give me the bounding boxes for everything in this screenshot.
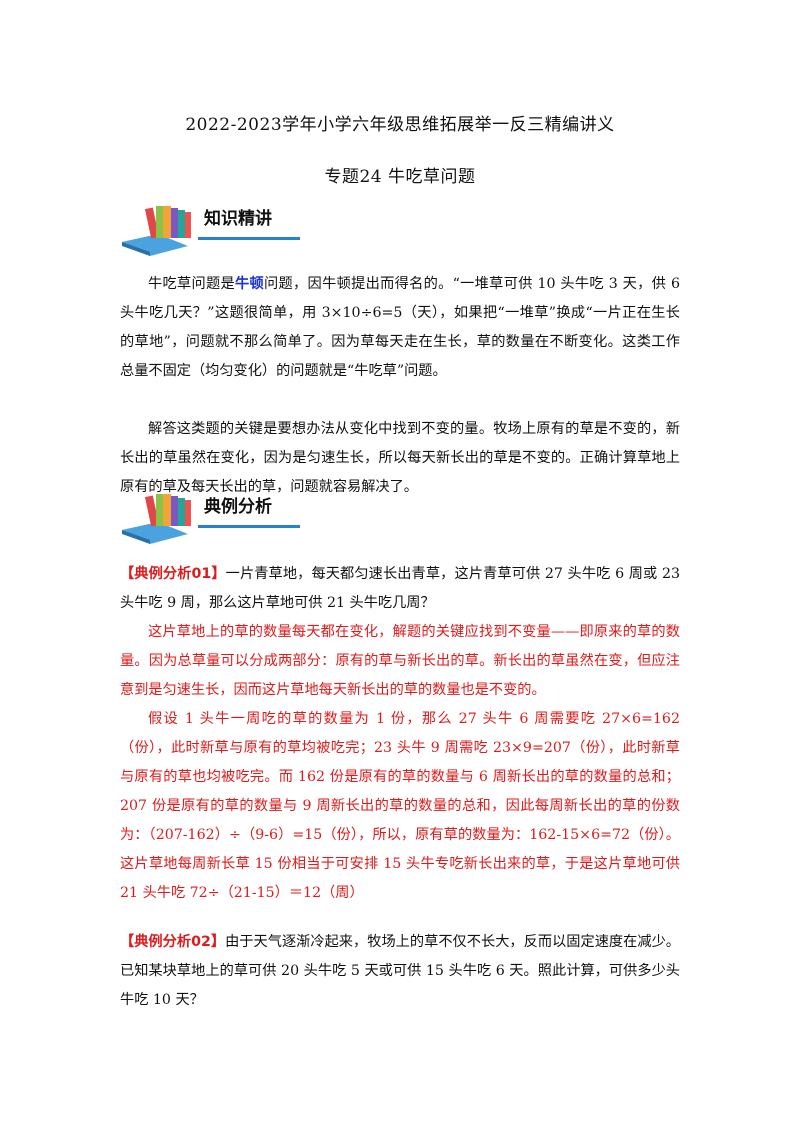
text-span: 问题，因牛顿提出而得名的。“一堆草可供 10 头牛吃 3 天，供 6 头牛吃几天… [120, 276, 680, 379]
example-2-question: 【典例分析02】由于天气逐渐冷起来，牧场上的草不仅不长大，反而以固定速度在减少。… [120, 928, 680, 1015]
books-icon [122, 494, 191, 544]
section-title-examples: 典例分析 [204, 497, 272, 517]
section-header-examples: 典例分析 [118, 488, 298, 548]
section-rule-extension [198, 237, 300, 240]
example-1-analysis-2: 假设 1 头牛一周吃的草的数量为 1 份，那么 27 头牛 6 周需要吃 27×… [120, 711, 680, 901]
document-subtitle: 专题24 牛吃草问题 [324, 167, 476, 187]
section-title-knowledge: 知识精讲 [204, 209, 272, 229]
knowledge-paragraph-1: 牛吃草问题是牛顿问题，因牛顿提出而得名的。“一堆草可供 10 头牛吃 3 天，供… [120, 270, 680, 386]
books-icon [122, 206, 191, 256]
knowledge-paragraph-2: 解答这类题的关键是要想办法从变化中找到不变的量。牧场上原有的草是不变的，新长出的… [120, 421, 680, 495]
example-1-question: 【典例分析01】一片青草地，每天都匀速长出青草，这片青草可供 27 头牛吃 6 … [120, 560, 680, 618]
newton-highlight: 牛顿 [235, 276, 265, 292]
example-1-tag: 【典例分析01】 [120, 566, 226, 582]
example-2-tag: 【典例分析02】 [120, 934, 226, 950]
text-span: 牛吃草问题是 [148, 276, 236, 292]
text-span: 由于天气逐渐冷起来，牧场上的草不仅不长大，反而以固定速度在减少。已知某块草地上的… [120, 934, 680, 1008]
section-header-knowledge: 知识精讲 [118, 200, 298, 260]
example-1-analysis-1: 这片草地上的草的数量每天都在变化，解题的关键应找到不变量——即原来的草的数量。因… [120, 624, 680, 698]
text-span: 一片青草地，每天都匀速长出青草，这片青草可供 27 头牛吃 6 周或 23 头牛… [120, 566, 680, 611]
document-title: 2022-2023学年小学六年级思维拓展举一反三精编讲义 [185, 115, 615, 135]
section-rule-extension [198, 525, 300, 528]
